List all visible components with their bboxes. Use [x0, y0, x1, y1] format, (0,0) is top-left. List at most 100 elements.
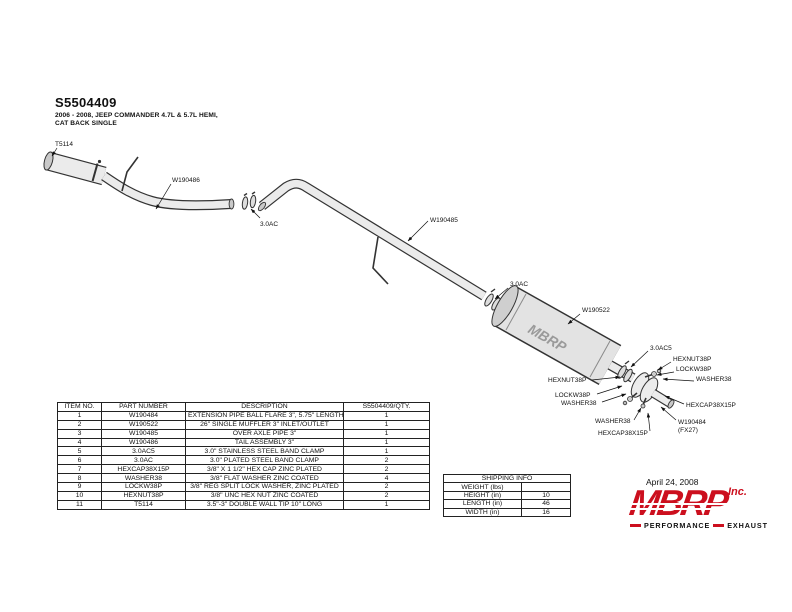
- ball-flare-end: [667, 399, 675, 409]
- part-label-w190486: W190486: [172, 177, 200, 184]
- cell-item-no: 3: [57, 428, 102, 439]
- cell-qty: 2: [343, 490, 430, 501]
- table-row: 9 LOCKW38P 3/8" REG SPLIT LOCK WASHER, Z…: [57, 482, 430, 492]
- leader-line: [657, 361, 672, 371]
- logo-stripe: [630, 503, 742, 505]
- cell-description: 3/8" UNC HEX NUT ZINC COATED: [185, 490, 344, 501]
- leader-line: [155, 183, 172, 210]
- table-row: 10 HEXNUT38P 3/8" UNC HEX NUT ZINC COATE…: [57, 490, 430, 501]
- shipping-info-title: SHIPPING INFO: [442, 473, 572, 484]
- cell-item-no: 6: [57, 455, 102, 466]
- shipping-value: [520, 482, 572, 492]
- cell-qty: 1: [343, 419, 430, 430]
- cell-item-no: 4: [57, 437, 102, 448]
- leader-line: [646, 412, 651, 432]
- table-row: 8 WASHER38 3/8" FLAT WASHER ZINC COATED …: [57, 473, 430, 484]
- leader-line: [633, 407, 642, 421]
- mbrp-logo: MBRPInc. PERFORMANCE EXHAUST: [627, 482, 790, 530]
- leader-line: [591, 375, 621, 381]
- shipping-row: WEIGHT (lbs): [443, 482, 572, 492]
- leader-line: [51, 147, 58, 157]
- tagline-word-performance: PERFORMANCE: [644, 521, 711, 530]
- washer: [627, 396, 633, 402]
- leader-line: [407, 220, 429, 242]
- shipping-label: HEIGHT (in): [443, 490, 522, 501]
- shipping-label: WEIGHT (lbs): [443, 482, 522, 492]
- hanger-rod: [121, 156, 139, 192]
- exhaust-tip-t5114: [43, 151, 107, 186]
- shipping-value: 16: [520, 507, 572, 517]
- part-label-washer38-2: WASHER38: [561, 400, 597, 407]
- table-row: 3 W190485 OVER AXLE PIPE 3" 1: [57, 428, 430, 439]
- cell-description: TAIL ASSEMBLY 3": [185, 437, 344, 448]
- part-label-hexnut38p-2: HEXNUT38P: [548, 377, 586, 384]
- cell-description: OVER AXLE PIPE 3": [185, 428, 344, 439]
- part-label-hexnut38p-1: HEXNUT38P: [673, 356, 711, 363]
- cell-qty: 1: [343, 446, 430, 457]
- pipe-end-opening: [228, 198, 235, 210]
- part-label-w190485: W190485: [430, 217, 458, 224]
- cell-description: 3.0" PLATED STEEL BAND CLAMP: [185, 455, 344, 466]
- part-label-3-0ac5: 3.0AC5: [650, 345, 672, 352]
- muffler-front-face: [491, 285, 519, 327]
- shipping-info-table: SHIPPING INFO WEIGHT (lbs) HEIGHT (in) 1…: [442, 473, 572, 517]
- table-row: 6 3.0AC 3.0" PLATED STEEL BAND CLAMP 2: [57, 455, 430, 466]
- cell-description: 3.0" STAINLESS STEEL BAND CLAMP: [185, 446, 344, 457]
- part-label-fx27: (FX27): [678, 427, 698, 434]
- cell-item-no: 11: [57, 499, 102, 510]
- cell-item-no: 2: [57, 419, 102, 430]
- table-row: 7 HEXCAP38X15P 3/8" X 1 1/2" HEX CAP ZIN…: [57, 464, 430, 475]
- muffler-seam: [505, 293, 527, 331]
- table-row: 11 T5114 3.5"-3" DOUBLE WALL TIP 10" LON…: [57, 499, 430, 510]
- cell-description: 26" SINGLE MUFFLER 3" INLET/OUTLET: [185, 419, 344, 430]
- part-label-lockw38p-1: LOCKW38P: [676, 366, 711, 373]
- cell-item-no: 8: [57, 473, 102, 484]
- cell-part-number: W190485: [101, 428, 186, 439]
- leader-line: [630, 350, 649, 368]
- shipping-row: LENGTH (in) 46: [443, 499, 572, 509]
- cell-part-number: HEXNUT38P: [101, 490, 186, 501]
- tip-opening: [43, 151, 54, 171]
- cell-description: 3/8" X 1 1/2" HEX CAP ZINC PLATED: [185, 464, 344, 475]
- leader-lines: [51, 147, 695, 432]
- cell-qty: 4: [343, 473, 430, 484]
- logo-inc-text: Inc.: [728, 486, 747, 498]
- leader-line: [567, 313, 581, 325]
- cell-part-number: 3.0AC5: [101, 446, 186, 457]
- part-label-lockw38p-2: LOCKW38P: [555, 392, 590, 399]
- cell-part-number: HEXCAP38X15P: [101, 464, 186, 475]
- cell-part-number: W190522: [101, 419, 186, 430]
- tagline-word-exhaust: EXHAUST: [727, 521, 768, 530]
- tip-clamp-band: [91, 163, 99, 182]
- parts-table: ITEM NO. PART NUMBER DESCRIPTION S550440…: [57, 402, 430, 510]
- diagram-labels: T5114 W190486 3.0AC W190485 3.0AC W19052…: [55, 141, 736, 437]
- red-bar: [630, 524, 641, 527]
- cell-part-number: WASHER38: [101, 473, 186, 484]
- table-row: 4 W190486 TAIL ASSEMBLY 3" 1: [57, 437, 430, 448]
- system-type-line: CAT BACK SINGLE: [55, 119, 117, 127]
- band-clamp-3-0ac-rear: [241, 191, 257, 210]
- red-bar: [713, 524, 725, 527]
- logo-brand-row: MBRPInc.: [627, 482, 790, 523]
- shipping-label: LENGTH (in): [443, 499, 522, 509]
- document-date: April 24, 2008: [646, 477, 699, 487]
- cell-description: 3/8" FLAT WASHER ZINC COATED: [185, 473, 344, 484]
- col-header-qty: S5504409/QTY.: [343, 402, 430, 412]
- vehicle-fitment-line: 2006 - 2008, JEEP COMMANDER 4.7L & 5.7L …: [55, 112, 218, 119]
- band-clamp-3-0ac-mid: [484, 288, 501, 311]
- cell-description: EXTENSION PIPE BALL FLARE 3", 5.75" LENG…: [185, 410, 344, 421]
- leader-line: [250, 208, 261, 219]
- extension-pipe-w190484: [650, 389, 675, 409]
- cell-item-no: 10: [57, 490, 102, 501]
- cell-part-number: W190486: [101, 437, 186, 448]
- band-clamp-3-0ac5: [617, 360, 633, 383]
- washer: [651, 371, 657, 377]
- shipping-value: 10: [520, 490, 572, 501]
- leader-line: [664, 395, 685, 405]
- shipping-value: 46: [520, 499, 572, 509]
- cell-item-no: 5: [57, 446, 102, 457]
- part-label-washer38-1: WASHER38: [696, 376, 732, 383]
- col-header-item-no: ITEM NO.: [57, 402, 102, 412]
- col-header-part-number: PART NUMBER: [101, 402, 186, 412]
